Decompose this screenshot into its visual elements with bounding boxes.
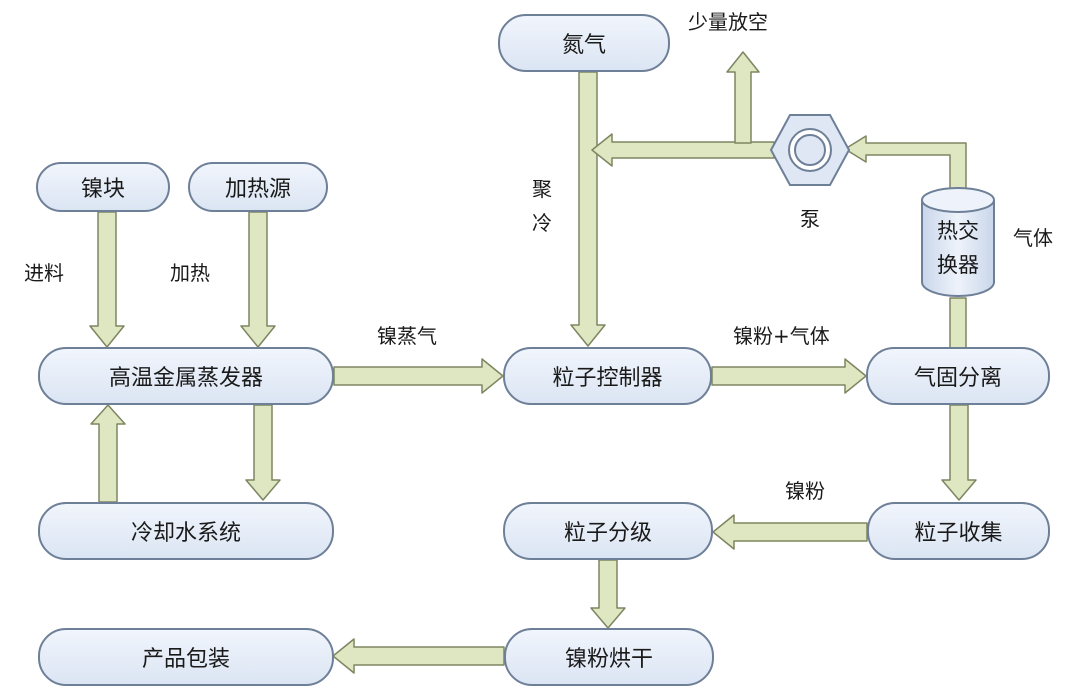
label-powder-gas: 镍粉+气体	[733, 324, 830, 348]
label-condense-2: 冷	[532, 211, 552, 235]
arrow-exchanger-pump	[844, 135, 967, 195]
node-particle-collection: 粒子收集	[867, 502, 1050, 560]
heat-exchanger-label-1: 热交	[937, 219, 979, 243]
node-drying: 镍粉烘干	[504, 628, 714, 686]
label-pump: 泵	[800, 207, 820, 231]
arrow-to-packaging	[332, 638, 505, 674]
label-feed: 进料	[24, 261, 64, 285]
arrow-feed	[89, 211, 125, 348]
node-heat-source: 加热源	[188, 162, 328, 212]
arrow-pump-return	[591, 133, 775, 167]
arrow-cooling-supply	[245, 404, 281, 501]
arrow-to-drying	[590, 559, 626, 629]
arrow-powder-gas	[711, 358, 867, 394]
label-condense-1: 聚	[532, 177, 552, 201]
label-nickel-powder: 镍粉	[785, 479, 825, 503]
node-nickel-block: 镍块	[36, 162, 170, 212]
node-particle-grading: 粒子分级	[503, 502, 713, 560]
node-particle-controller: 粒子控制器	[503, 347, 712, 405]
arrow-to-collection	[941, 404, 977, 501]
arrow-heat	[240, 211, 276, 348]
node-evaporator: 高温金属蒸发器	[38, 347, 334, 405]
heat-exchanger-label-2: 换器	[937, 253, 979, 277]
connector-separation-exchanger	[949, 297, 967, 349]
label-heating: 加热	[170, 261, 210, 285]
label-nickel-vapor: 镍蒸气	[377, 324, 437, 348]
node-packaging: 产品包装	[38, 628, 334, 686]
node-gas-solid-separation: 气固分离	[866, 347, 1050, 405]
arrow-nickel-vapor	[333, 358, 504, 394]
heat-exchanger-icon	[921, 187, 995, 297]
arrow-to-grading	[712, 514, 868, 550]
node-cooling-water: 冷却水系统	[38, 502, 334, 560]
label-gas: 气体	[1013, 226, 1053, 250]
pump-icon	[769, 114, 851, 186]
label-vent: 少量放空	[688, 10, 768, 34]
arrow-nitrogen	[570, 71, 606, 347]
arrow-cooling-return	[90, 404, 126, 503]
node-nitrogen: 氮气	[498, 14, 670, 72]
arrow-vent	[726, 51, 760, 144]
